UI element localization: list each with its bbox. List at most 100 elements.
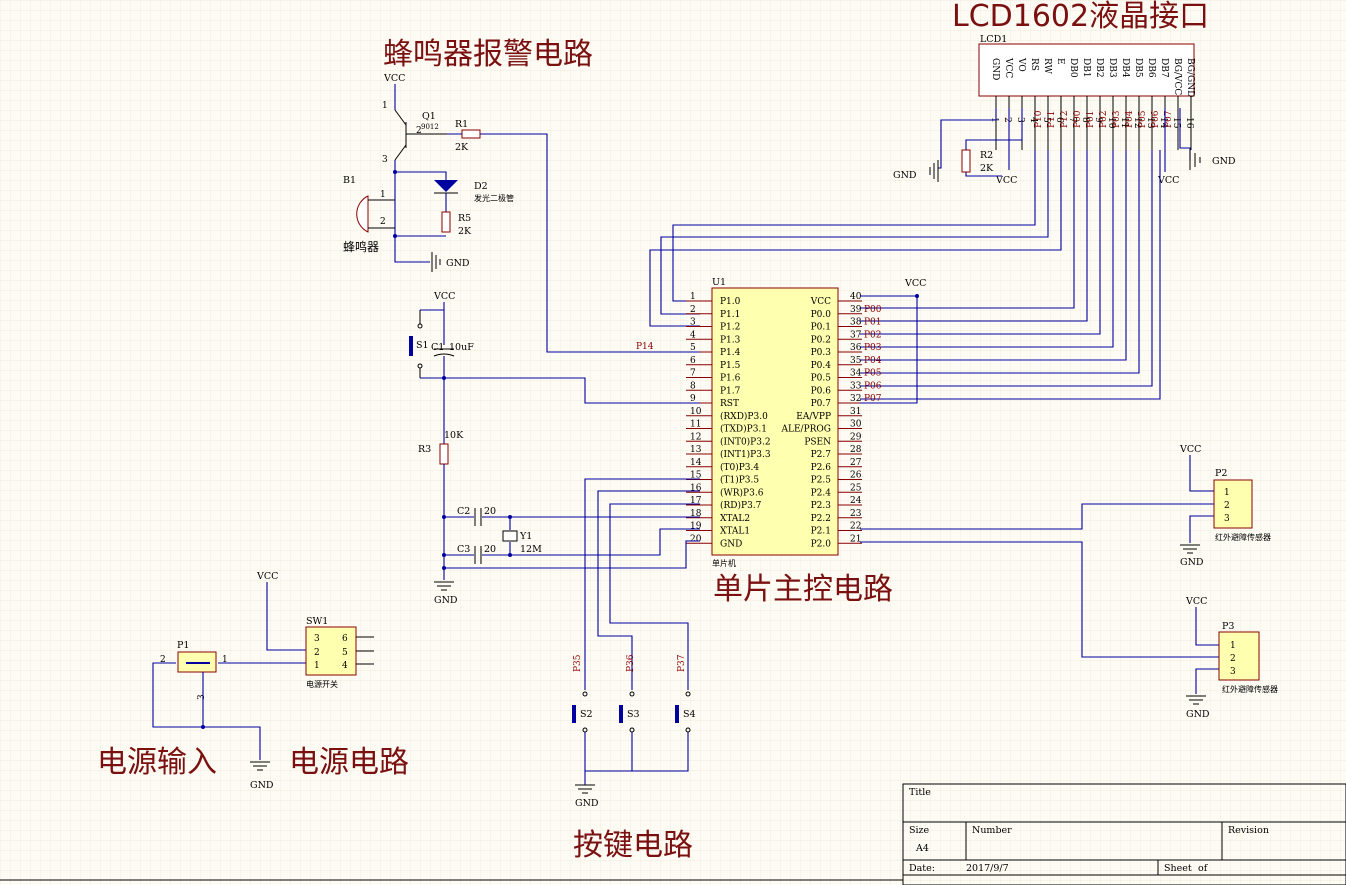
u1-pin-name: P2.7 — [811, 450, 832, 460]
u1-pin-number: 20 — [690, 534, 702, 544]
lcd1-pins: GND1VCC2VO3RS4RW5E6DB07DB18DB29DB310DB41… — [989, 57, 1195, 150]
crystal-circuit[interactable]: C2 20 C3 20 Y1 12M GND — [434, 506, 700, 606]
number-label: Number — [972, 825, 1012, 836]
u1-pin-number: 16 — [690, 483, 702, 493]
u1-pin-number: 4 — [690, 330, 696, 340]
u1-pin-number: 30 — [850, 420, 862, 430]
vcc-label-u1: VCC — [904, 278, 926, 289]
u1-pin-number: 21 — [850, 534, 861, 544]
key-switch-ref: S4 — [683, 709, 696, 720]
sw1-pin-5: 5 — [342, 648, 348, 658]
size-value: A4 — [915, 843, 929, 854]
heading-lcd: LCD1602液晶接口 — [952, 0, 1209, 34]
u1-pin-name: (INT1)P3.3 — [720, 449, 771, 460]
lcd-net-label: P06 — [1151, 110, 1161, 128]
p3-pin-3: 3 — [1230, 667, 1236, 677]
u1-pin-number: 35 — [850, 356, 862, 366]
lcd1-body — [978, 43, 1195, 97]
key-switch-button[interactable] — [572, 705, 576, 723]
r2-value: 2K — [980, 163, 994, 174]
s1-ref: S1 — [416, 340, 429, 351]
p2-desc: 红外避障传感器 — [1215, 532, 1271, 542]
p2-ref: P2 — [1215, 468, 1227, 479]
u1-pin-name: P2.1 — [811, 527, 831, 537]
u1-pin-number: 7 — [690, 369, 696, 379]
u1-pin-number: 1 — [690, 292, 696, 302]
gnd-symbol-p2 — [1180, 544, 1200, 554]
lcd-net-label: P07 — [1164, 110, 1174, 128]
u1-pin-name: PSEN — [804, 437, 831, 447]
title-block: Title Size A4 Number Revision Date: 2017… — [0, 783, 1346, 885]
u1-pin-number: 13 — [690, 445, 702, 455]
reset-circuit[interactable]: VCC S1 C1 10uF R3 10K — [409, 291, 700, 580]
u1-pin-name: P1.0 — [720, 297, 741, 307]
sw1-body — [305, 626, 357, 676]
gnd-label-lcd: GND — [893, 170, 917, 181]
u1-p0-net-label: P03 — [864, 343, 882, 353]
u1-pin-number: 14 — [690, 458, 702, 468]
lcd1-pin-name: E — [1055, 58, 1065, 65]
u1-pin-number: 33 — [850, 381, 862, 391]
u1-pin-number: 37 — [850, 330, 862, 340]
u1-pin-name: P0.0 — [811, 310, 832, 320]
lcd1-pin-number: 13 — [1145, 117, 1155, 129]
s1-button[interactable] — [409, 336, 413, 356]
lcd1-pin-name: BG/VCC — [1172, 58, 1182, 95]
r3-ref: R3 — [418, 444, 431, 455]
u1-pin-number: 24 — [850, 496, 862, 506]
u1-p0-net-label: P04 — [864, 356, 882, 366]
u1-pin-name: P0.6 — [811, 386, 832, 396]
date-value: 2017/9/7 — [966, 863, 1009, 874]
gnd-symbol-lcd — [929, 160, 939, 182]
lcd1-pin-number: 16 — [1184, 117, 1194, 129]
u1-pin-name: (T0)P3.4 — [720, 462, 759, 473]
u1-pin-name: P0.7 — [811, 399, 832, 409]
lcd1-pin-number: 8 — [1080, 117, 1090, 123]
gnd-label-bg: GND — [1212, 156, 1236, 167]
lcd1-pin-number: 9 — [1093, 117, 1103, 123]
u1-p0-net-label: P07 — [864, 394, 882, 404]
sensor-p2[interactable]: VCC P2 1 2 3 红外避障传感器 GND — [860, 444, 1271, 568]
lcd-net-label: P05 — [1138, 110, 1148, 128]
vcc-label-buzzer: VCC — [383, 73, 405, 84]
key-switch-button[interactable] — [619, 705, 623, 723]
key-switch-button[interactable] — [675, 705, 679, 723]
lcd1-pin-number: 10 — [1106, 117, 1116, 129]
sensor-p3[interactable]: VCC P3 1 2 3 红外避障传感器 GND — [860, 541, 1278, 720]
gnd-label-p3: GND — [1186, 709, 1210, 720]
gnd-label-p2: GND — [1180, 557, 1204, 568]
lcd1-pin-name: RW — [1042, 58, 1052, 75]
r1-ref: R1 — [455, 119, 468, 130]
u1-pin-number: 25 — [850, 483, 862, 493]
power-circuit[interactable]: VCC SW1 3 6 2 5 1 4 电源开关 P1 2 1 3 GND — [152, 571, 374, 791]
u1-pin-number: 22 — [850, 522, 861, 532]
u1-pin-name: P2.2 — [811, 514, 831, 524]
gnd-symbol-mcu — [434, 581, 454, 591]
lcd1-pin-number: 6 — [1054, 117, 1064, 123]
sw1-pin-6: 6 — [342, 634, 348, 644]
vcc-label-p2: VCC — [1179, 444, 1201, 455]
r2-resistor[interactable] — [961, 149, 971, 173]
u1-pin-name: (RD)P3.7 — [720, 500, 762, 511]
q1-pin-3: 3 — [382, 155, 388, 165]
buzzer-circuit[interactable]: VCC Q1 9012 1 2 3 R1 2K D2 发光二极管 R5 2K B… — [343, 73, 700, 353]
lcd1-component[interactable]: LCD1 GND1VCC2VO3RS4RW5E6DB07DB18DB29DB31… — [978, 34, 1195, 150]
u1-pin-name: P0.1 — [811, 323, 831, 333]
sw1-desc: 电源开关 — [306, 679, 338, 689]
vcc-label-power: VCC — [256, 571, 278, 582]
lcd-net-label: P01 — [1086, 110, 1096, 128]
u1-pin-number: 2 — [690, 305, 696, 315]
key-switch-ref: S2 — [580, 709, 593, 720]
u1-ref: U1 — [712, 277, 726, 288]
u1-pin-name: P1.4 — [720, 348, 741, 358]
lcd1-pin-name: RS — [1029, 58, 1039, 71]
u1-pin-name: P0.5 — [811, 374, 832, 384]
u1-pin-name: (T1)P3.5 — [720, 475, 759, 486]
lcd-net-label: P02 — [1099, 110, 1109, 128]
u1-pin-name: P2.4 — [811, 488, 832, 498]
